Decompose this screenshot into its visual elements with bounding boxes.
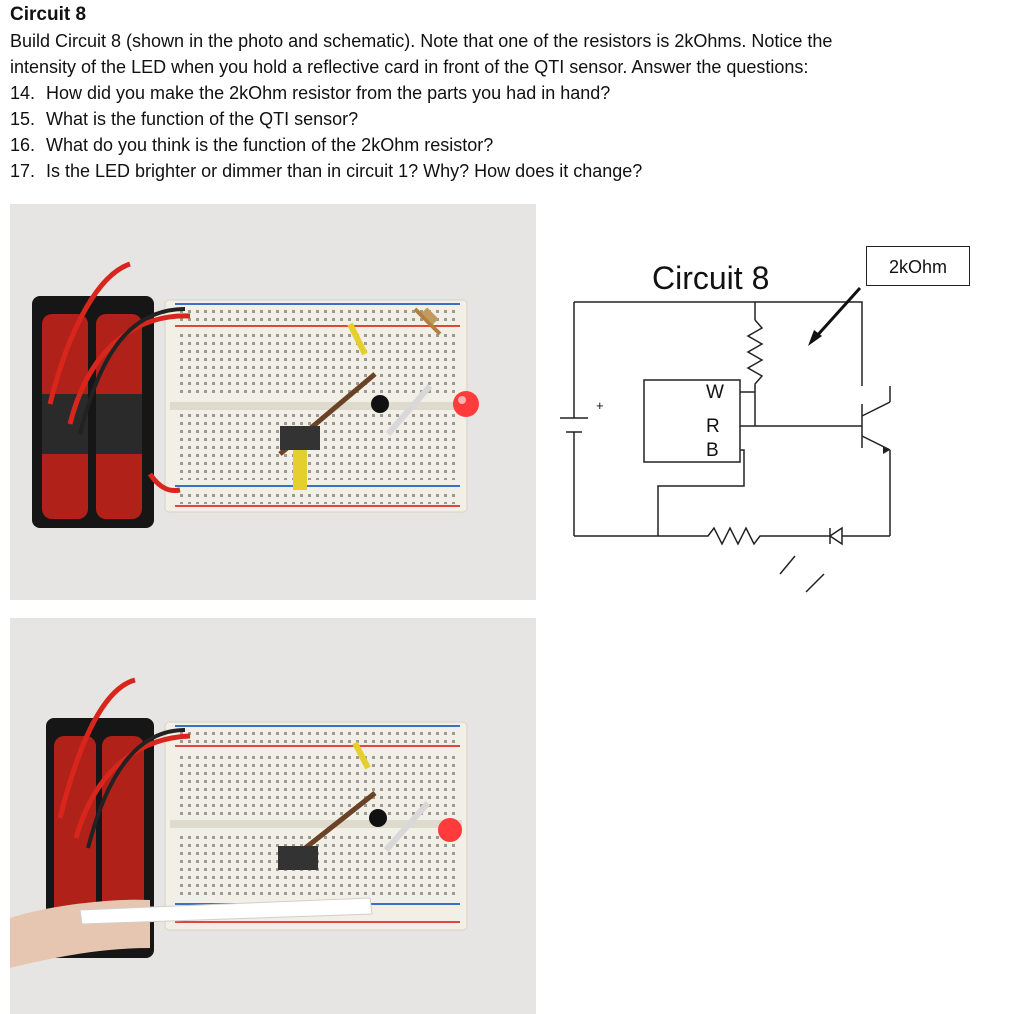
- instructions-block: Circuit 8 Build Circuit 8 (shown in the …: [10, 2, 1010, 184]
- led: [438, 818, 462, 842]
- question-16: 16.What do you think is the function of …: [10, 135, 494, 155]
- intro-line-1: Build Circuit 8 (shown in the photo and …: [10, 31, 833, 51]
- battery-plus-label: +: [596, 398, 604, 413]
- transistor: [369, 809, 387, 827]
- page-title: Circuit 8: [10, 4, 87, 25]
- pin-w-label: W: [706, 382, 724, 403]
- schematic-title: Circuit 8: [652, 260, 770, 296]
- breadboard-illustration: [32, 261, 479, 528]
- led: [453, 391, 479, 417]
- question-15: 15.What is the function of the QTI senso…: [10, 109, 359, 129]
- yellow-wire: [347, 322, 368, 356]
- reflective-card: [79, 897, 373, 925]
- schematic-lines: [560, 286, 891, 593]
- resistor-label-box: 2kOhm: [866, 246, 970, 286]
- question-14: 14.How did you make the 2kOhm resistor f…: [10, 83, 611, 103]
- breadboard-photo-1: [10, 204, 536, 600]
- intro-line-2: intensity of the LED when you hold a ref…: [10, 57, 809, 77]
- question-17: 17.Is the LED brighter or dimmer than in…: [10, 161, 643, 181]
- question-list: 14.How did you make the 2kOhm resistor f…: [10, 80, 1010, 184]
- transistor: [371, 395, 389, 413]
- qti-sensor: [280, 426, 320, 450]
- pin-r-label: R: [706, 416, 720, 437]
- circuit-schematic: Circuit 8 2kOhm: [540, 236, 980, 606]
- pin-b-label: B: [706, 440, 719, 461]
- qti-sensor: [278, 846, 318, 870]
- breadboard-card-illustration: [10, 677, 468, 968]
- breadboard-photo-2: [10, 618, 536, 1014]
